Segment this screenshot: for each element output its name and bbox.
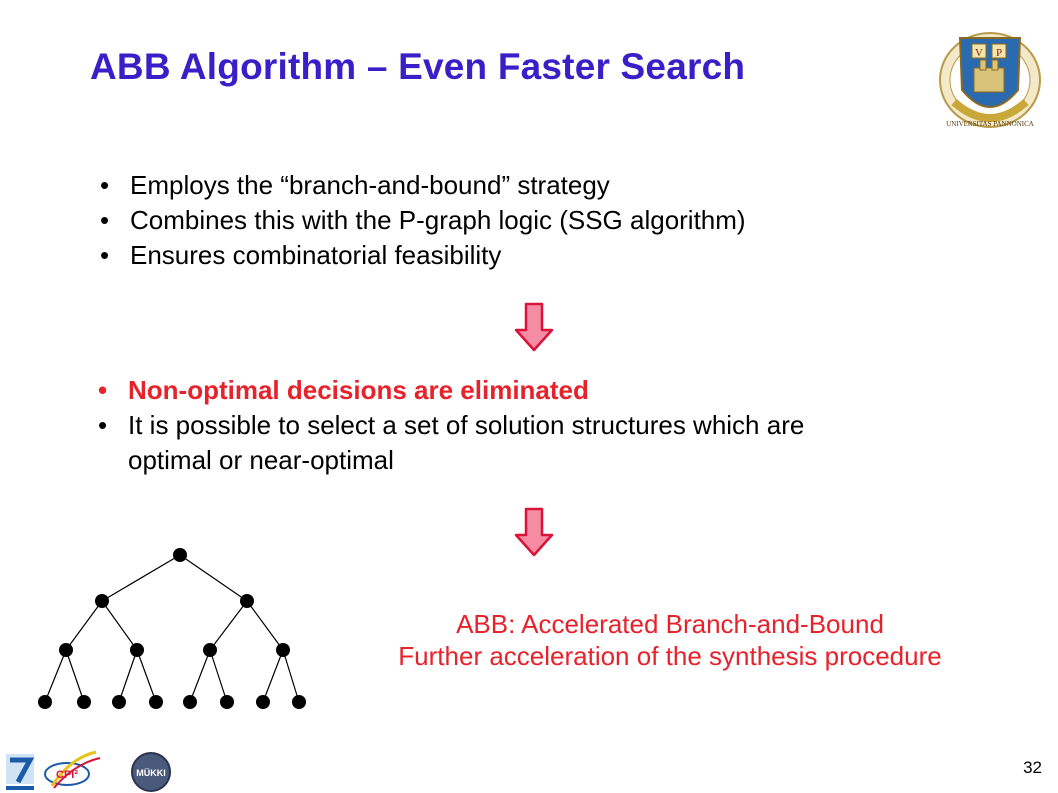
abb-description: ABB: Accelerated Branch-and-Bound Furthe… xyxy=(330,608,1010,672)
top-bullet-list: Employs the “branch-and-bound” strategy … xyxy=(100,168,746,273)
tree-node xyxy=(240,594,254,608)
down-arrow-icon xyxy=(514,302,554,352)
tree-node xyxy=(38,695,52,709)
abb-line-1: ABB: Accelerated Branch-and-Bound xyxy=(456,609,884,639)
bullet-item: Ensures combinatorial feasibility xyxy=(100,238,746,273)
tree-node xyxy=(220,695,234,709)
tree-node xyxy=(183,695,197,709)
abb-line-2: Further acceleration of the synthesis pr… xyxy=(398,641,942,671)
middle-bullet-list: Non-optimal decisions are eliminated It … xyxy=(98,373,804,478)
tree-node xyxy=(173,548,187,562)
mukki-logo-text: MÜKKI xyxy=(136,768,166,778)
tree-edges xyxy=(44,554,300,703)
bullet-item: It is possible to select a set of soluti… xyxy=(98,408,804,478)
seal-text: UNIVERSITAS PANNONICA xyxy=(946,120,1034,128)
bullet-item: Employs the “branch-and-bound” strategy xyxy=(100,168,746,203)
tree-node xyxy=(203,643,217,657)
tree-node xyxy=(130,643,144,657)
tree-node xyxy=(256,695,270,709)
svg-text:P: P xyxy=(996,47,1002,59)
mukki-logo: MÜKKI xyxy=(131,752,171,792)
down-arrow-icon xyxy=(514,507,554,557)
bullet-line: optimal or near-optimal xyxy=(128,445,394,475)
tree-node xyxy=(149,695,163,709)
svg-text:V: V xyxy=(975,47,983,59)
tree-node xyxy=(276,643,290,657)
tree-node xyxy=(59,643,73,657)
cpi-logo-text: CPI² xyxy=(56,769,78,781)
slide-title: ABB Algorithm – Even Faster Search xyxy=(90,46,746,87)
page-number: 32 xyxy=(1023,758,1042,777)
binary-tree-diagram xyxy=(38,548,306,709)
tree-node xyxy=(112,695,126,709)
fp7-logo xyxy=(6,754,35,790)
bullet-item-highlight: Non-optimal decisions are eliminated xyxy=(98,373,804,408)
bullet-line: It is possible to select a set of soluti… xyxy=(128,410,805,440)
tree-node xyxy=(292,695,306,709)
tree-node xyxy=(95,594,109,608)
university-seal-logo: V P UNIVERSITAS PANNONICA xyxy=(939,32,1041,128)
tree-node xyxy=(77,695,91,709)
bullet-item: Combines this with the P-graph logic (SS… xyxy=(100,203,746,238)
footer-logos: CPI² MÜKKI xyxy=(6,750,171,792)
cpi-logo: CPI² xyxy=(44,750,101,789)
